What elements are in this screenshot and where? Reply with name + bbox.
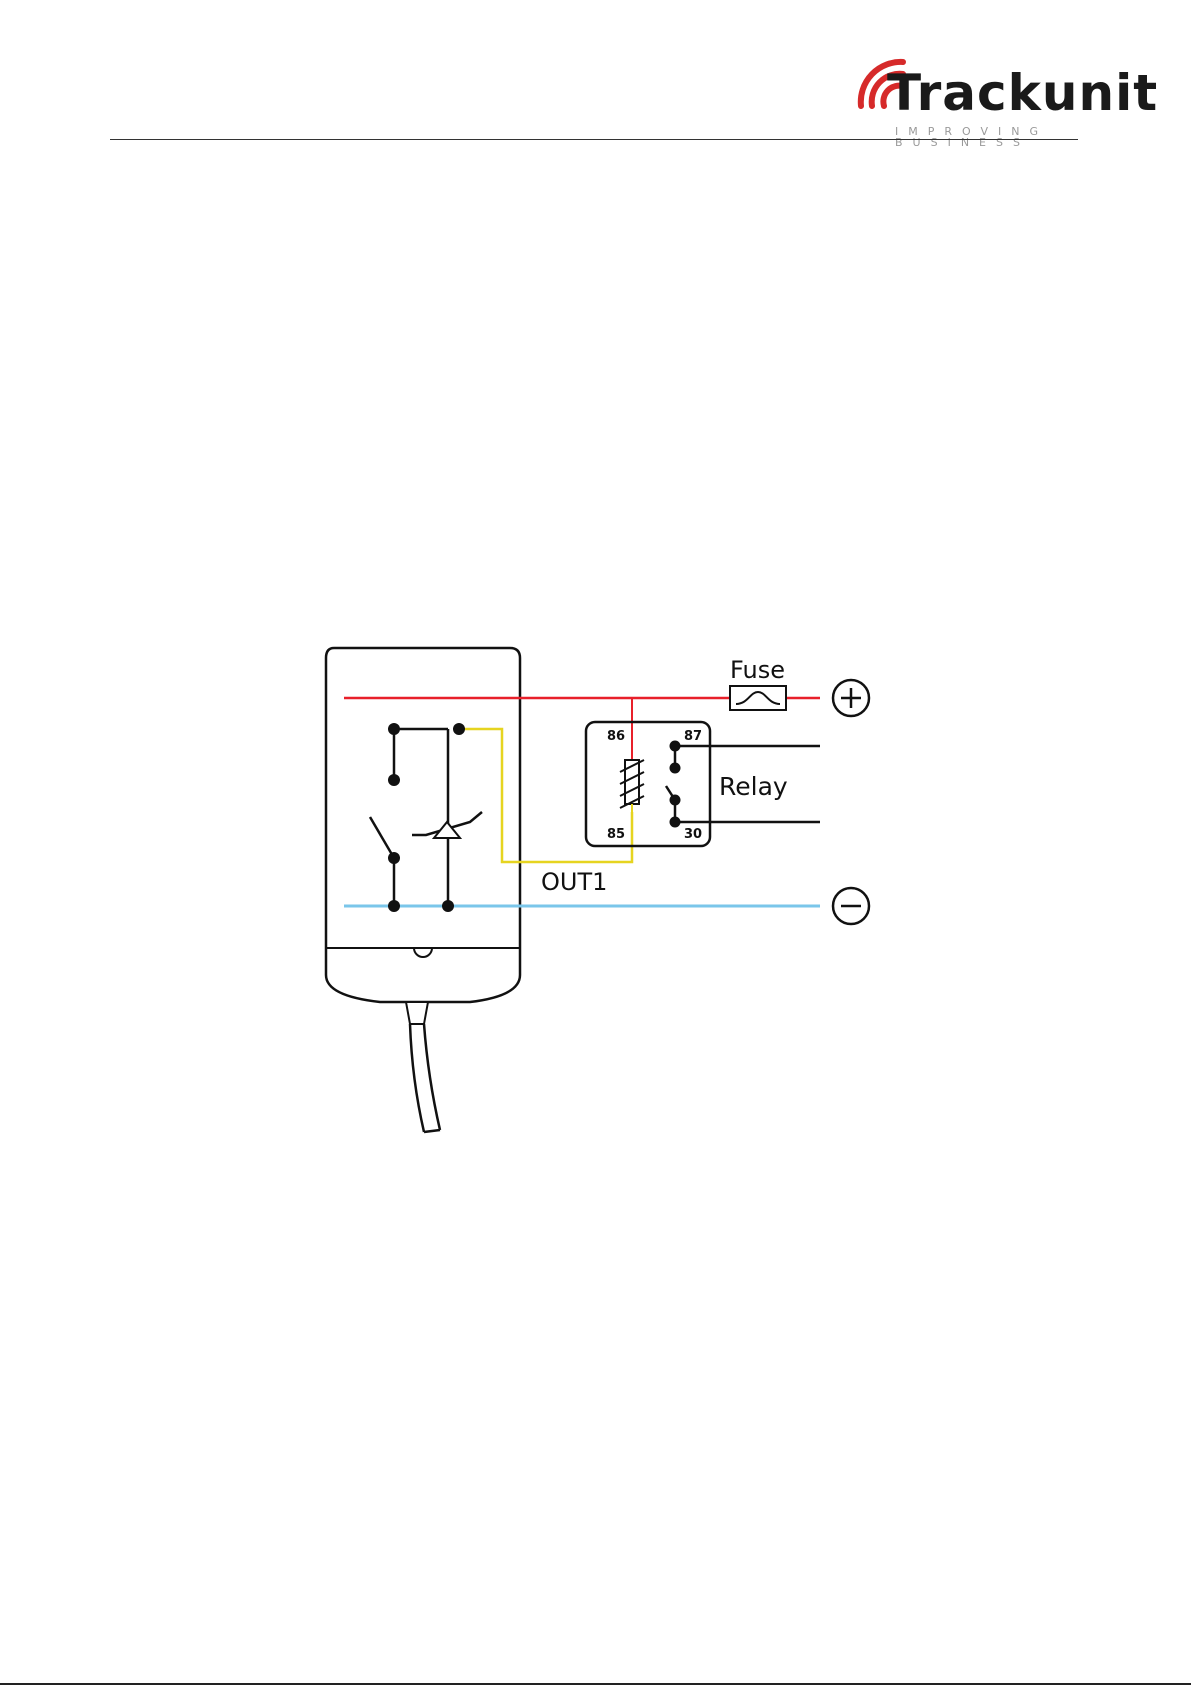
- out1-label: OUT1: [541, 868, 607, 896]
- relay-coil-icon: [620, 760, 644, 812]
- minus-terminal-icon: [833, 888, 869, 924]
- relay-pin-86: 86: [607, 729, 625, 744]
- fuse-label: Fuse: [730, 656, 785, 684]
- plus-terminal-icon: [833, 680, 869, 716]
- relay-pin-30: 30: [684, 827, 702, 842]
- relay-label: Relay: [719, 772, 788, 801]
- relay-pin-85: 85: [607, 827, 625, 842]
- relay-pin-87: 87: [684, 729, 702, 744]
- device-cable: [406, 1002, 440, 1132]
- fuse-icon: [730, 686, 786, 710]
- tracker-device: [326, 648, 520, 1002]
